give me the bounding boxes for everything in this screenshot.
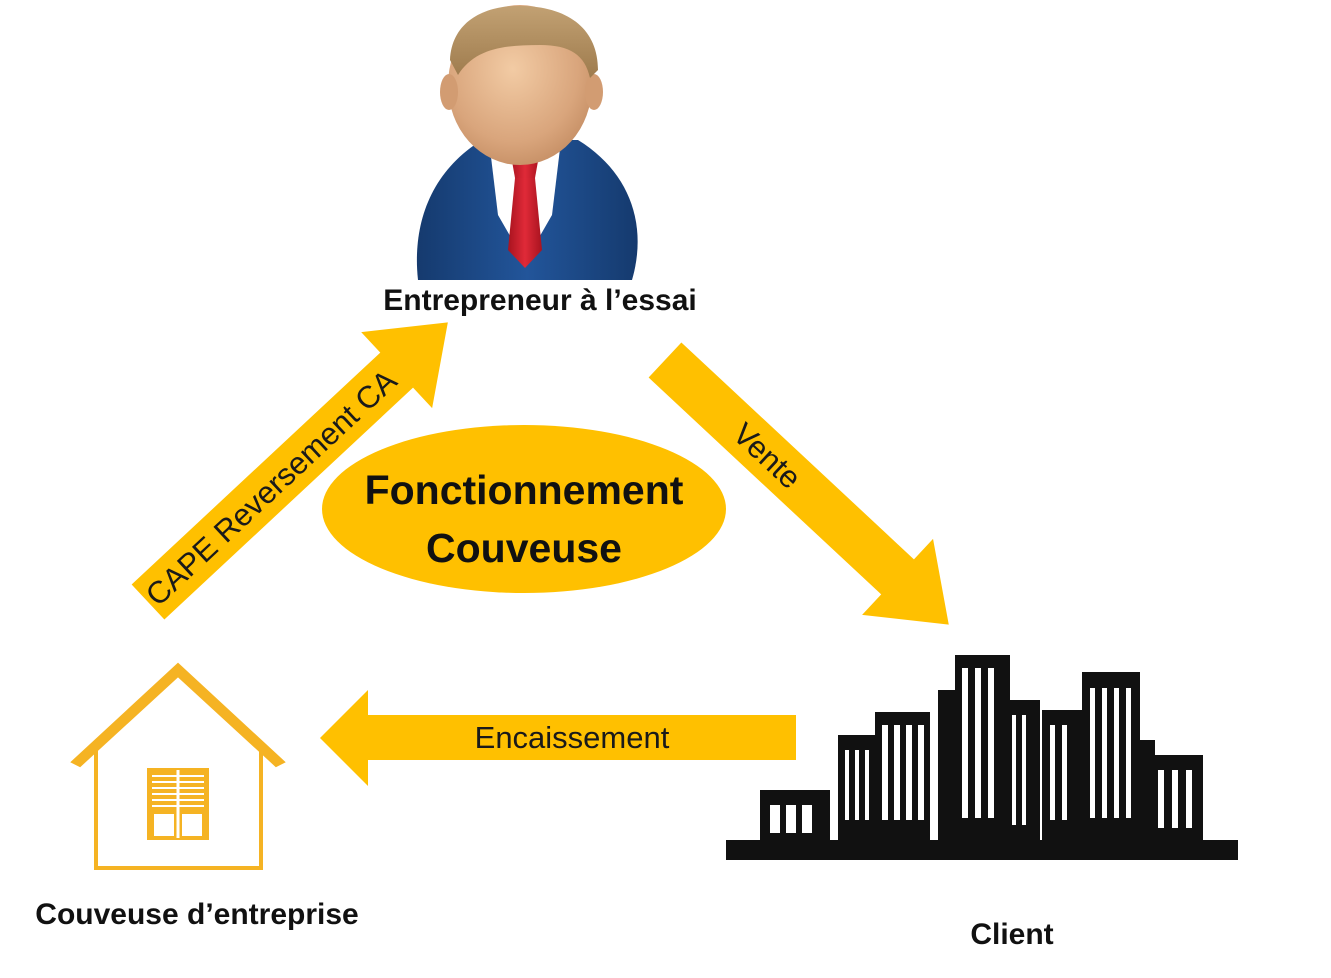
- ear-right: [585, 74, 603, 110]
- arrow-shape: [131, 322, 448, 620]
- node-label-entrepreneur: Entrepreneur à l’essai: [383, 284, 696, 317]
- window-shutter-lines: [152, 770, 204, 838]
- center-title-line2: Couveuse: [426, 525, 622, 571]
- center-title-line1: Fonctionnement: [365, 467, 684, 513]
- house-icon: [70, 662, 286, 870]
- arrow-shape: [648, 342, 949, 625]
- center-ellipse-shape: [322, 425, 726, 593]
- city-buildings-icon: [726, 655, 1238, 860]
- house-walls: [94, 746, 263, 870]
- building-windows: [770, 668, 1192, 833]
- businessman-icon: [416, 5, 638, 280]
- arrow-client-to-couveuse: Encaissement: [320, 690, 796, 786]
- node-label-couveuse: Couveuse d’entreprise: [35, 898, 358, 931]
- ear-left: [440, 74, 458, 110]
- ground-strip: [726, 840, 1238, 860]
- center-ellipse: Fonctionnement Couveuse: [322, 425, 726, 593]
- arrow-shape: [320, 690, 796, 786]
- arrow-label-encaissement: Encaissement: [475, 720, 670, 755]
- hair-shape: [450, 5, 598, 78]
- house-roof: [70, 662, 286, 768]
- node-label-client: Client: [970, 918, 1053, 951]
- tie-shape: [508, 178, 542, 268]
